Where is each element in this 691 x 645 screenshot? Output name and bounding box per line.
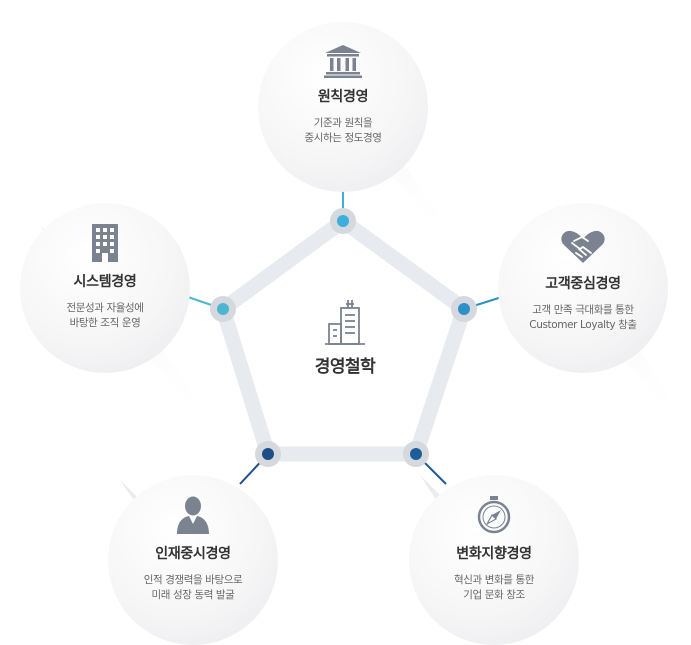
- circle-system-management: 시스템경영 전문성과 자율성에 바탕한 조직 운영: [20, 203, 190, 373]
- desc-line: 미래 성장 동력 발굴: [151, 589, 235, 601]
- desc-line: 인적 경쟁력을 바탕으로: [143, 574, 243, 586]
- desc-line: 전문성과 자율성에: [66, 302, 144, 314]
- circle-customer-management: 고객중심경영 고객 만족 극대화를 통한 Customer Loyalty 창출: [498, 203, 668, 373]
- pentagon-nodes: [210, 208, 477, 467]
- circle-title: 원칙경영: [317, 89, 369, 105]
- desc-line: 중시하는 정도경영: [304, 132, 382, 144]
- compass-icon: [477, 496, 511, 534]
- center-title: 경영철학: [314, 357, 376, 377]
- center-title-block: 경영철학: [290, 296, 400, 377]
- desc-line: 기업 문화 창조: [463, 589, 525, 601]
- circle-title: 고객중심경영: [545, 276, 621, 292]
- circle-change-management: 변화지향경영 혁신과 변화를 통한 기업 문화 창조: [409, 475, 579, 645]
- person-icon: [177, 496, 209, 534]
- desc-line: 고객 만족 극대화를 통한: [532, 304, 634, 316]
- circle-description: 혁신과 변화를 통한 기업 문화 창조: [409, 573, 579, 603]
- desc-line: 바탕한 조직 운영: [69, 317, 141, 329]
- circle-talent-management: 인재중시경영 인적 경쟁력을 바탕으로 미래 성장 동력 발굴: [108, 475, 278, 645]
- desc-line: 기준과 원칙을: [313, 117, 373, 129]
- bank-icon: [324, 45, 362, 78]
- circle-description: 인적 경쟁력을 바탕으로 미래 성장 동력 발굴: [108, 573, 278, 603]
- circle-description: 전문성과 자율성에 바탕한 조직 운영: [20, 301, 190, 331]
- circle-description: 기준과 원칙을 중시하는 정도경영: [258, 116, 428, 146]
- circle-description: 고객 만족 극대화를 통한 Customer Loyalty 창출: [498, 303, 668, 333]
- buildings-icon: [325, 300, 365, 345]
- circle-title: 인재중시경영: [155, 546, 231, 562]
- handshake-heart-icon: [561, 230, 605, 263]
- circle-title: 시스템경영: [73, 274, 137, 290]
- desc-line: 혁신과 변화를 통한: [454, 574, 534, 586]
- pentagon-outline: [215, 213, 472, 462]
- circle-principle-management: 원칙경영 기준과 원칙을 중시하는 정도경영: [258, 22, 428, 192]
- circle-title: 변화지향경영: [456, 546, 532, 562]
- building-icon: [92, 224, 118, 262]
- desc-line: Customer Loyalty 창출: [529, 319, 637, 331]
